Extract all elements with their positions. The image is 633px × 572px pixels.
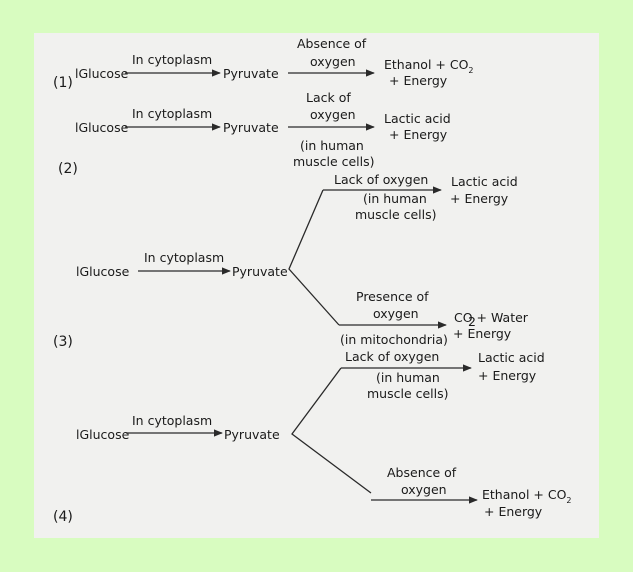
energy-4b: + Energy bbox=[484, 504, 543, 519]
pyruvate-2: Pyruvate bbox=[223, 120, 279, 135]
energy-4a: + Energy bbox=[478, 368, 537, 383]
label-1: (1) bbox=[53, 75, 73, 91]
energy-1: + Energy bbox=[389, 73, 448, 88]
energy-2: + Energy bbox=[389, 127, 448, 142]
pyruvate-1: Pyruvate bbox=[223, 66, 279, 81]
presence-of-3: Presence of bbox=[356, 289, 429, 304]
glucose-2: lGlucose bbox=[75, 120, 129, 135]
muscle-cells-3: muscle cells) bbox=[355, 207, 437, 222]
pathway-diagram: (1) lGlucose In cytoplasm Pyruvate Absen… bbox=[53, 36, 572, 525]
in-human-2: (in human bbox=[300, 138, 364, 153]
glucose-4: lGlucose bbox=[76, 427, 130, 442]
ethanol-1: Ethanol + CO2 bbox=[384, 57, 474, 75]
co2-water-3: CO + Water bbox=[454, 310, 529, 325]
absence-of-1: Absence of bbox=[297, 36, 367, 51]
in-human-3: (in human bbox=[363, 191, 427, 206]
lactic-acid-2: Lactic acid bbox=[384, 111, 451, 126]
in-cytoplasm-4: In cytoplasm bbox=[132, 413, 212, 428]
ethanol-4: Ethanol + CO2 bbox=[482, 487, 572, 505]
in-cytoplasm-2: In cytoplasm bbox=[132, 106, 212, 121]
glucose-1: lGlucose bbox=[75, 66, 129, 81]
muscle-cells-2: muscle cells) bbox=[293, 154, 375, 169]
oxygen-4: oxygen bbox=[401, 482, 447, 497]
in-mitochondria-3: (in mitochondria) bbox=[340, 332, 448, 347]
pyruvate-3: Pyruvate bbox=[232, 264, 288, 279]
absence-of-4: Absence of bbox=[387, 465, 457, 480]
oxygen-1: oxygen bbox=[310, 54, 356, 69]
branch-4 bbox=[291, 367, 372, 494]
lack-of-oxygen-3: Lack of oxygen bbox=[334, 172, 428, 187]
lactic-acid-4: Lactic acid bbox=[478, 350, 545, 365]
respiration-pathways-figure: (1) lGlucose In cytoplasm Pyruvate Absen… bbox=[34, 33, 599, 538]
in-cytoplasm-3: In cytoplasm bbox=[144, 250, 224, 265]
lack-of-2: Lack of bbox=[306, 90, 351, 105]
label-3: (3) bbox=[53, 334, 73, 350]
lack-of-oxygen-4: Lack of oxygen bbox=[345, 349, 439, 364]
branch-3 bbox=[288, 189, 340, 326]
oxygen-3: oxygen bbox=[373, 306, 419, 321]
label-4: (4) bbox=[53, 509, 73, 525]
label-2: (2) bbox=[58, 161, 78, 177]
lactic-acid-3: Lactic acid bbox=[451, 174, 518, 189]
energy-3a: + Energy bbox=[450, 191, 509, 206]
glucose-3: lGlucose bbox=[76, 264, 130, 279]
muscle-cells-4: muscle cells) bbox=[367, 386, 449, 401]
in-human-4: (in human bbox=[376, 370, 440, 385]
oxygen-2: oxygen bbox=[310, 107, 356, 122]
co2-sub-3: 2 bbox=[468, 314, 476, 329]
energy-3b: + Energy bbox=[453, 326, 512, 341]
pyruvate-4: Pyruvate bbox=[224, 427, 280, 442]
in-cytoplasm-1: In cytoplasm bbox=[132, 52, 212, 67]
